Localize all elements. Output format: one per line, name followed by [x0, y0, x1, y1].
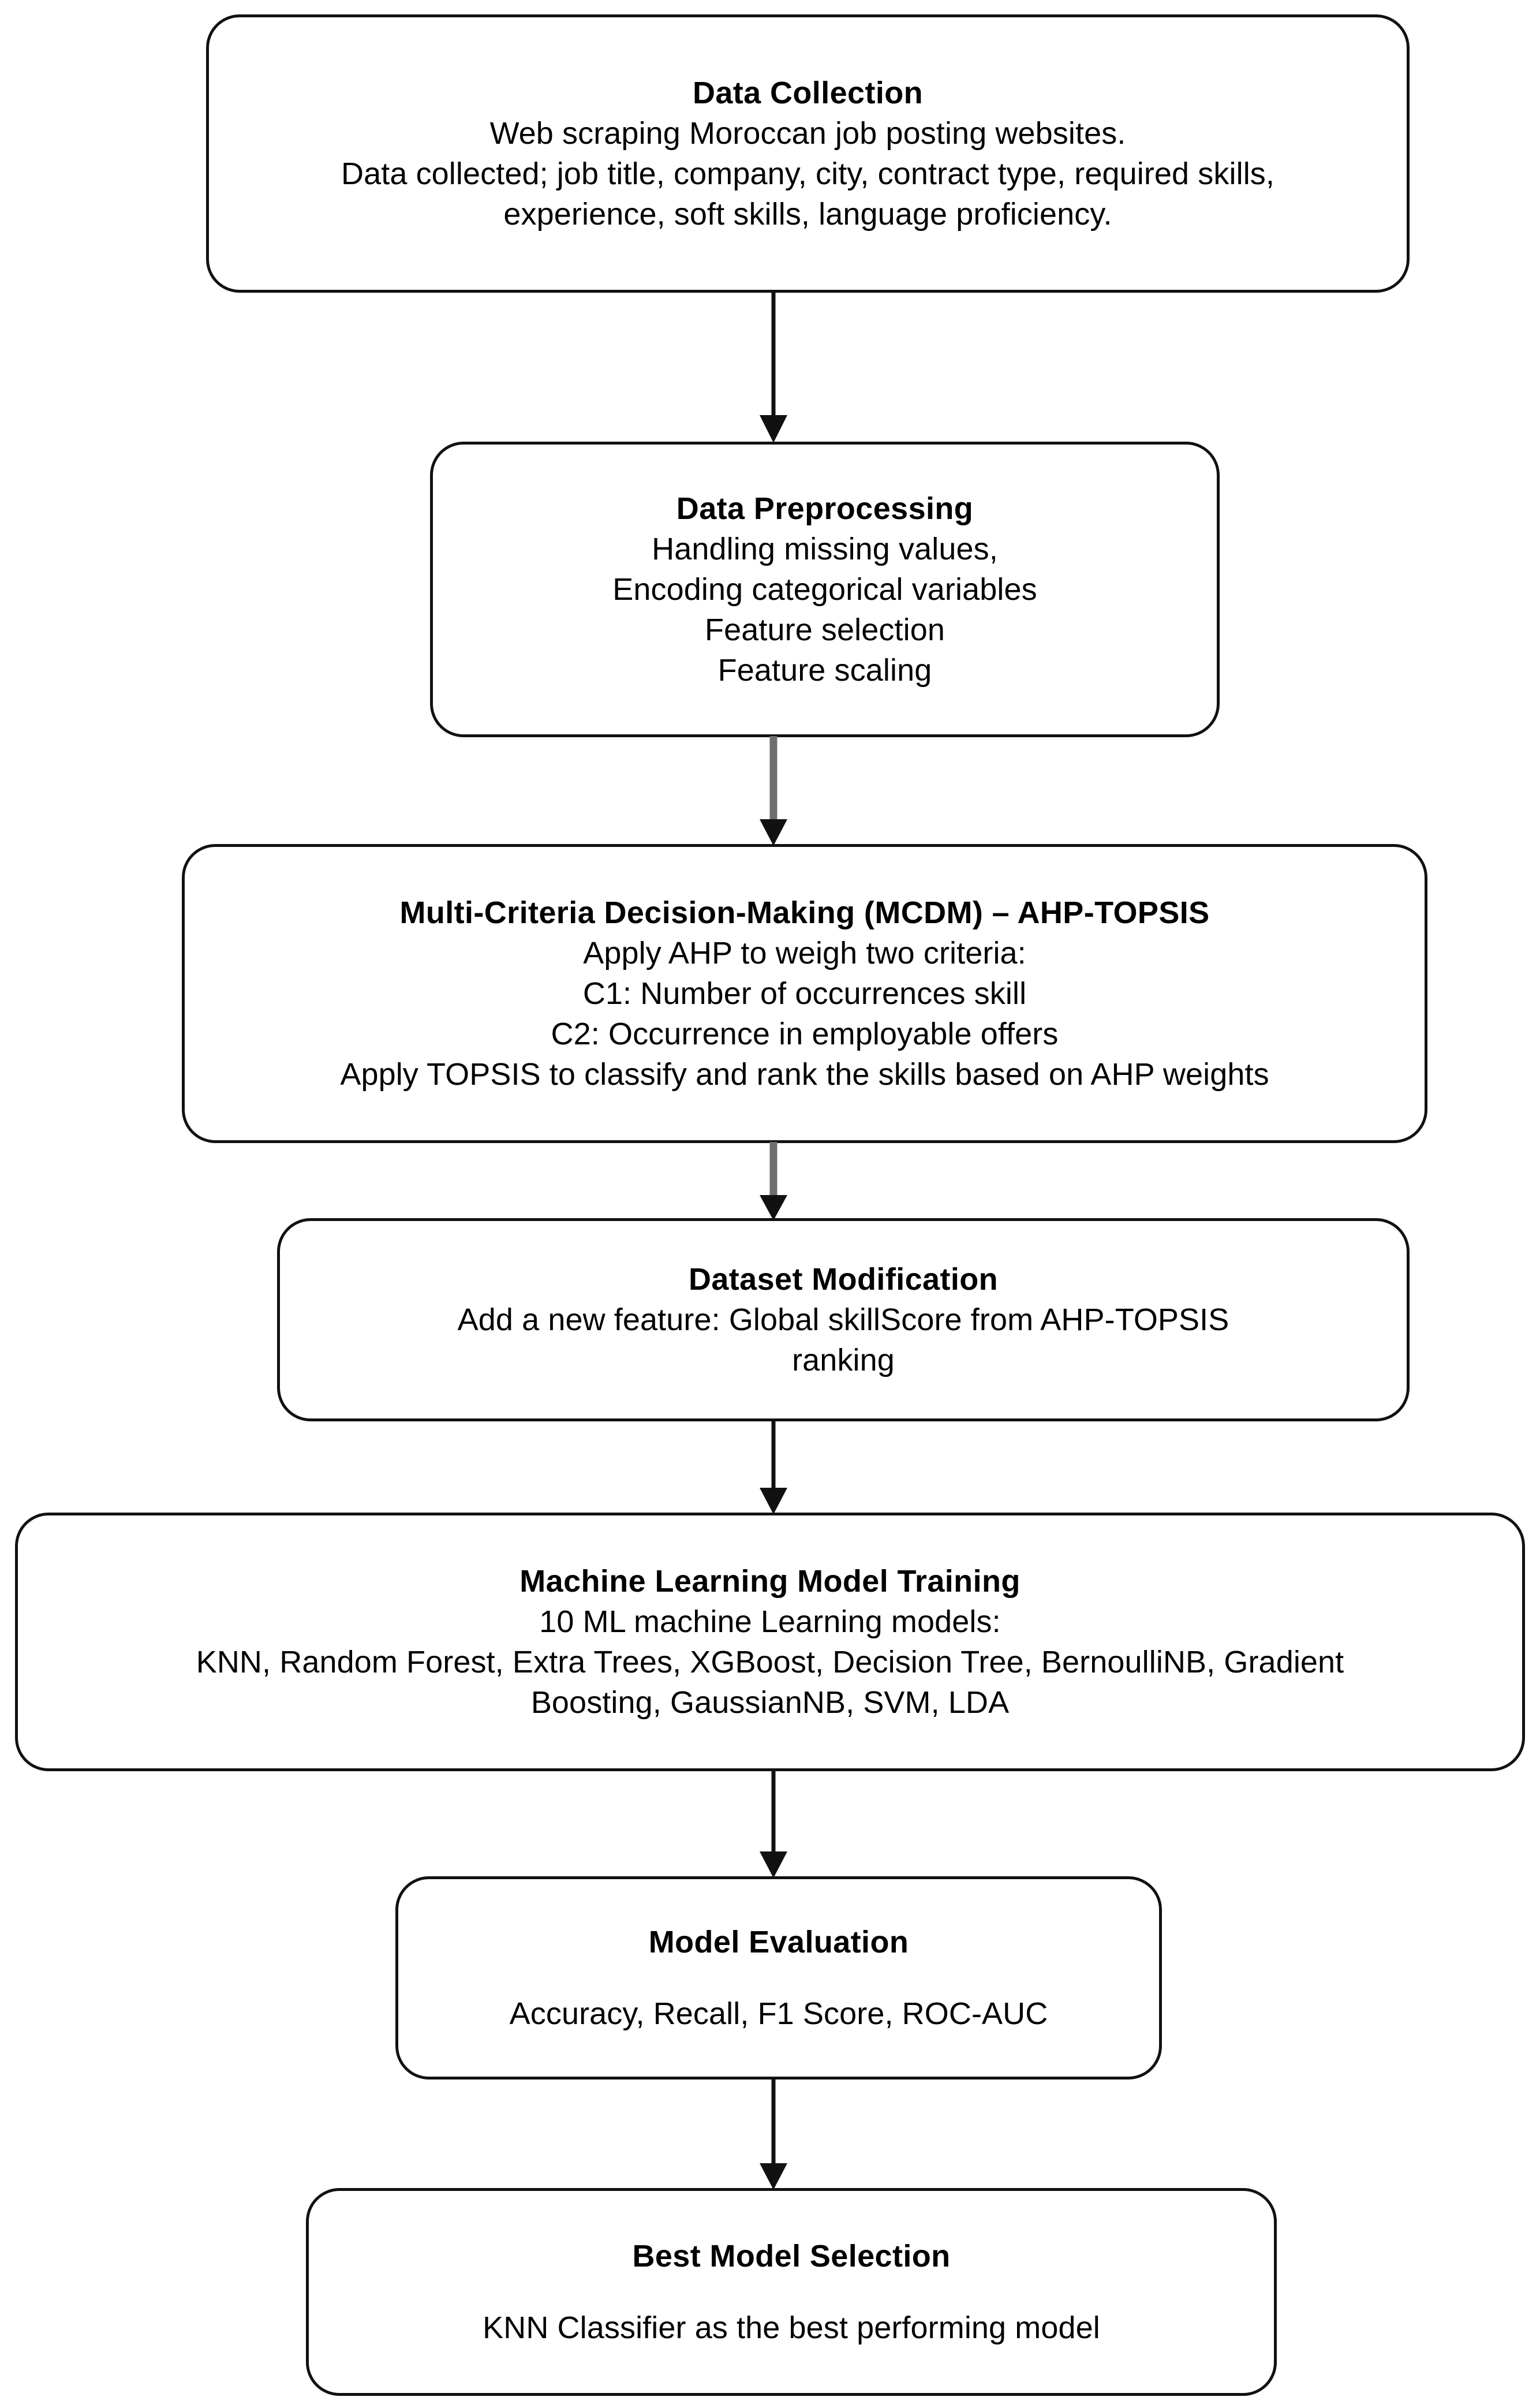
node-line: 10 ML machine Learning models: — [539, 1604, 1001, 1639]
node-title: Multi-Criteria Decision-Making (MCDM) – … — [399, 895, 1210, 930]
node-title: Dataset Modification — [688, 1261, 999, 1297]
arrow-down-icon — [760, 292, 787, 443]
arrow-down-icon — [760, 1770, 787, 1878]
node-line: KNN, Random Forest, Extra Trees, XGBoost… — [196, 1645, 1344, 1679]
node-line: ranking — [792, 1343, 895, 1378]
node-title: Data Collection — [692, 75, 924, 110]
flow-node-dataset-modification[interactable]: Dataset Modification Add a new feature: … — [277, 1218, 1410, 1421]
node-line: Apply AHP to weigh two criteria: — [583, 935, 1026, 970]
connector-data-collection-to-data-preprocessing — [756, 292, 791, 443]
node-title: Model Evaluation — [648, 1924, 909, 1959]
node-title: Machine Learning Model Training — [519, 1563, 1021, 1599]
node-line: C1: Number of occurrences skill — [582, 976, 1027, 1011]
arrow-down-icon — [760, 1420, 787, 1514]
flow-node-data-collection[interactable]: Data Collection Web scraping Moroccan jo… — [206, 14, 1410, 293]
arrow-down-icon — [760, 736, 787, 846]
node-line: C2: Occurrence in employable offers — [551, 1017, 1059, 1052]
flow-node-best-model[interactable]: Best Model Selection KNN Classifier as t… — [306, 2188, 1277, 2396]
connector-dataset-modification-to-ml-training — [756, 1420, 791, 1514]
node-line: Data collected; job title, company, city… — [341, 156, 1274, 191]
node-line: Web scraping Moroccan job posting websit… — [489, 115, 1126, 151]
node-title: Best Model Selection — [632, 2238, 951, 2273]
flow-node-ml-training[interactable]: Machine Learning Model Training 10 ML ma… — [15, 1513, 1525, 1771]
flow-node-mcdm[interactable]: Multi-Criteria Decision-Making (MCDM) – … — [182, 844, 1427, 1143]
connector-mcdm-to-dataset-modification — [756, 1142, 791, 1220]
node-line: Feature selection — [705, 613, 945, 648]
node-line: Boosting, GaussianNB, SVM, LDA — [530, 1685, 1010, 1720]
node-line: Add a new feature: Global skillScore fro… — [457, 1302, 1229, 1337]
node-line: Encoding categorical variables — [612, 572, 1037, 607]
node-line: Accuracy, Recall, F1 Score, ROC-AUC — [509, 1996, 1048, 2031]
node-line: Handling missing values, — [652, 531, 998, 566]
node-line: Feature scaling — [717, 653, 932, 688]
flow-node-model-evaluation[interactable]: Model Evaluation Accuracy, Recall, F1 Sc… — [395, 1876, 1162, 2080]
arrow-down-icon — [760, 1142, 787, 1220]
node-line: Apply TOPSIS to classify and rank the sk… — [340, 1057, 1269, 1092]
node-line: experience, soft skills, language profic… — [503, 197, 1112, 232]
connector-ml-training-to-model-evaluation — [756, 1770, 791, 1878]
node-line: KNN Classifier as the best performing mo… — [483, 2310, 1100, 2345]
arrow-down-icon — [760, 2078, 787, 2190]
connector-data-preprocessing-to-mcdm — [756, 736, 791, 846]
connector-model-evaluation-to-best-model — [756, 2078, 791, 2190]
node-title: Data Preprocessing — [676, 491, 974, 526]
flow-node-data-preprocessing[interactable]: Data Preprocessing Handling missing valu… — [430, 442, 1220, 737]
